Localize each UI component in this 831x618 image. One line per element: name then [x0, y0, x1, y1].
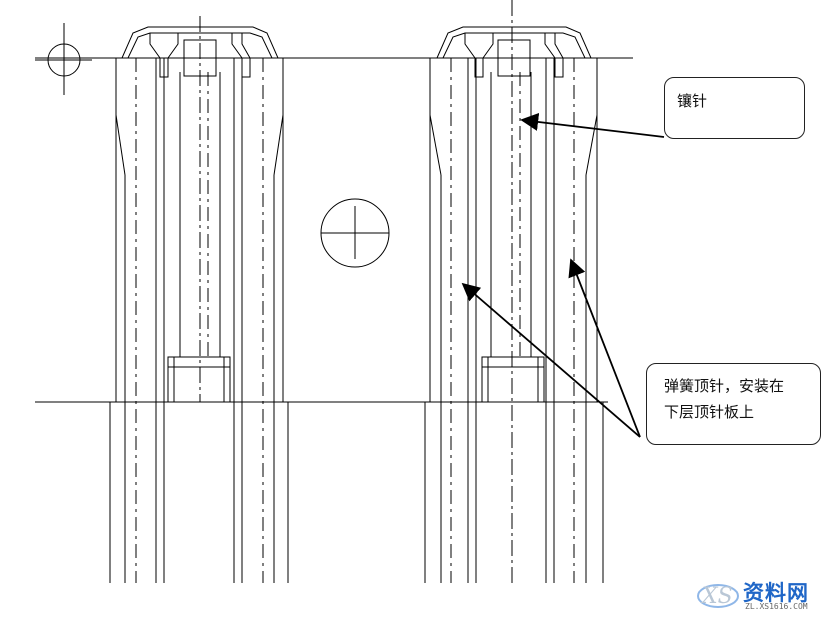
left-hole-symbol [35, 23, 92, 95]
watermark-title: 资料网 [743, 581, 809, 605]
right-bushing [481, 356, 545, 403]
left-taper-1 [115, 114, 126, 176]
left-clip-head [121, 26, 279, 59]
left-pin-assembly [109, 16, 289, 583]
svg-text:XS: XS [700, 584, 733, 609]
right-pin-assembly [424, 0, 604, 583]
right-clip-fingers [464, 33, 564, 78]
right-taper-2 [585, 114, 598, 176]
spring-pin-arrow-left [461, 282, 641, 438]
spring-pin-label-line-2: 下层顶针板上 [664, 403, 755, 421]
insert-pin-label: 镶针 [677, 92, 708, 110]
right-pin-cap [497, 39, 531, 77]
spring-pin-callout: 弹簧顶针，安装在 下层顶针板上 [646, 363, 821, 445]
spring-pin-arrow-right [568, 258, 641, 438]
insert-pin-callout: 镶针 [664, 77, 805, 139]
insert-pin-arrow [520, 112, 665, 138]
watermark-url: ZL.XS1616.COM [745, 602, 808, 611]
center-hole-symbol [320, 198, 390, 268]
left-pin-cap [183, 39, 217, 77]
right-taper-1 [429, 114, 442, 176]
left-taper-2 [273, 114, 284, 176]
spring-pin-label-line-1: 弹簧顶针，安装在 [664, 377, 785, 395]
right-clip-head [436, 26, 592, 59]
watermark: XS 资料网 ZL.XS1616.COM [695, 575, 827, 615]
watermark-logo: XS [697, 584, 739, 609]
left-bushing [167, 356, 231, 403]
left-clip-fingers [149, 33, 251, 78]
leader-arrows [461, 112, 665, 438]
